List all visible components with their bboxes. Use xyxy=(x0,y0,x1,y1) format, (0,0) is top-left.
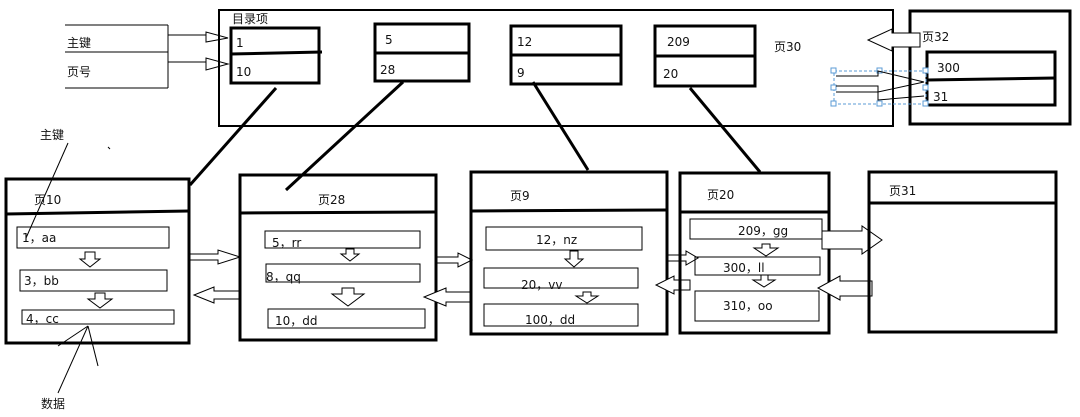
new-directory-entry-key: 300 xyxy=(937,61,960,75)
directory-entry-page: 28 xyxy=(380,63,395,77)
directory-page: 目录项 页30 1 10 5 28 12 9 209 20 xyxy=(218,9,894,127)
new-directory-frame xyxy=(908,9,1072,126)
directory-title: 目录项 xyxy=(232,12,268,26)
data-page: 页20 209，gg 300，ll 310，oo xyxy=(678,171,831,335)
record-next-arrow xyxy=(563,250,585,268)
directory-entry: 5 28 xyxy=(373,22,471,83)
directory-frame xyxy=(218,9,894,127)
record xyxy=(689,218,823,240)
legend-page-label: 页号 xyxy=(67,65,91,79)
record xyxy=(21,309,175,325)
data-page-label: 页28 xyxy=(318,193,345,207)
record xyxy=(483,267,639,289)
record-text: 310，oo xyxy=(723,299,773,313)
directory-entry-page: 20 xyxy=(663,67,678,81)
record-next-arrow xyxy=(752,243,780,257)
record-text: 300，ll xyxy=(723,261,765,275)
record xyxy=(485,226,643,251)
record-text: 1，aa xyxy=(22,231,56,245)
record xyxy=(694,256,821,276)
directory-entry: 209 20 xyxy=(653,24,757,88)
legend-page-arrow xyxy=(168,57,230,71)
data-page: 页28 5，rr 8，qq 10，dd xyxy=(238,173,438,342)
record-next-arrow xyxy=(339,248,361,262)
directory-entry-key: 1 xyxy=(236,36,244,50)
record-text: 100，dd xyxy=(525,313,575,327)
page-prev-arrow xyxy=(192,286,241,304)
page-next-arrow xyxy=(821,225,883,255)
record-text: 8，qq xyxy=(266,270,301,284)
record-text: 12，nz xyxy=(536,233,577,247)
legend-key-label: 主键 xyxy=(67,36,91,50)
record xyxy=(265,263,421,283)
record-text: 10，dd xyxy=(275,314,318,328)
legend-key-arrow xyxy=(168,31,229,43)
record xyxy=(694,290,820,322)
page-next-arrow xyxy=(436,252,474,268)
directory-page-label: 页30 xyxy=(774,40,801,54)
data-page: 页9 12，nz 20，vv 100，dd xyxy=(469,170,669,336)
record-text: 209，gg xyxy=(738,224,788,238)
record xyxy=(267,308,426,329)
record xyxy=(483,303,639,327)
record-text: 20，vv xyxy=(521,278,562,292)
new-directory-entry-page: 31 xyxy=(933,90,948,104)
annotation-primary-key: 主键 xyxy=(40,128,64,142)
record-text: 3，bb xyxy=(24,274,59,288)
directory-entry-page: 9 xyxy=(517,66,525,80)
directory-entry: 1 10 xyxy=(229,26,323,85)
record-next-arrow xyxy=(86,292,114,309)
record-next-arrow xyxy=(574,291,600,304)
record-next-arrow xyxy=(78,251,102,268)
annotations: 主键 数据 xyxy=(25,128,111,411)
page-prev-arrow xyxy=(422,287,471,307)
directory-entry-key: 12 xyxy=(517,35,532,49)
data-page: 页31 xyxy=(867,170,1058,334)
directory-entry-page: 10 xyxy=(236,65,251,79)
record xyxy=(16,226,170,249)
annotation-data: 数据 xyxy=(41,396,65,411)
record-next-arrow xyxy=(751,274,777,288)
record-text: 4，cc xyxy=(26,312,59,326)
new-directory-page-label: 页32 xyxy=(922,30,949,44)
data-page-label: 页31 xyxy=(889,184,916,198)
directory-entry-key: 209 xyxy=(667,35,690,49)
directory-to-page-lines xyxy=(188,80,762,192)
data-page: 页10 1，aa 3，bb 4，cc xyxy=(4,177,191,345)
new-directory-arrow xyxy=(866,28,921,52)
data-page-label: 页10 xyxy=(34,193,61,207)
record-next-arrow xyxy=(330,287,366,307)
record xyxy=(19,269,168,292)
data-page-label: 页9 xyxy=(510,189,530,203)
directory-entry: 12 9 xyxy=(509,24,623,86)
page-prev-arrow xyxy=(654,275,691,295)
new-directory-page: 页32 300 31 xyxy=(830,9,1072,126)
directory-entry-key: 5 xyxy=(385,33,393,47)
record-text: 5，rr xyxy=(272,236,301,250)
selected-connector-arrows xyxy=(830,67,929,107)
page-next-arrow xyxy=(189,249,242,265)
page-next-arrow xyxy=(667,250,699,266)
page-prev-arrow xyxy=(816,275,873,301)
record xyxy=(264,230,421,249)
data-page-label: 页20 xyxy=(707,188,734,202)
legend-box: 主键 页号 xyxy=(65,24,230,89)
